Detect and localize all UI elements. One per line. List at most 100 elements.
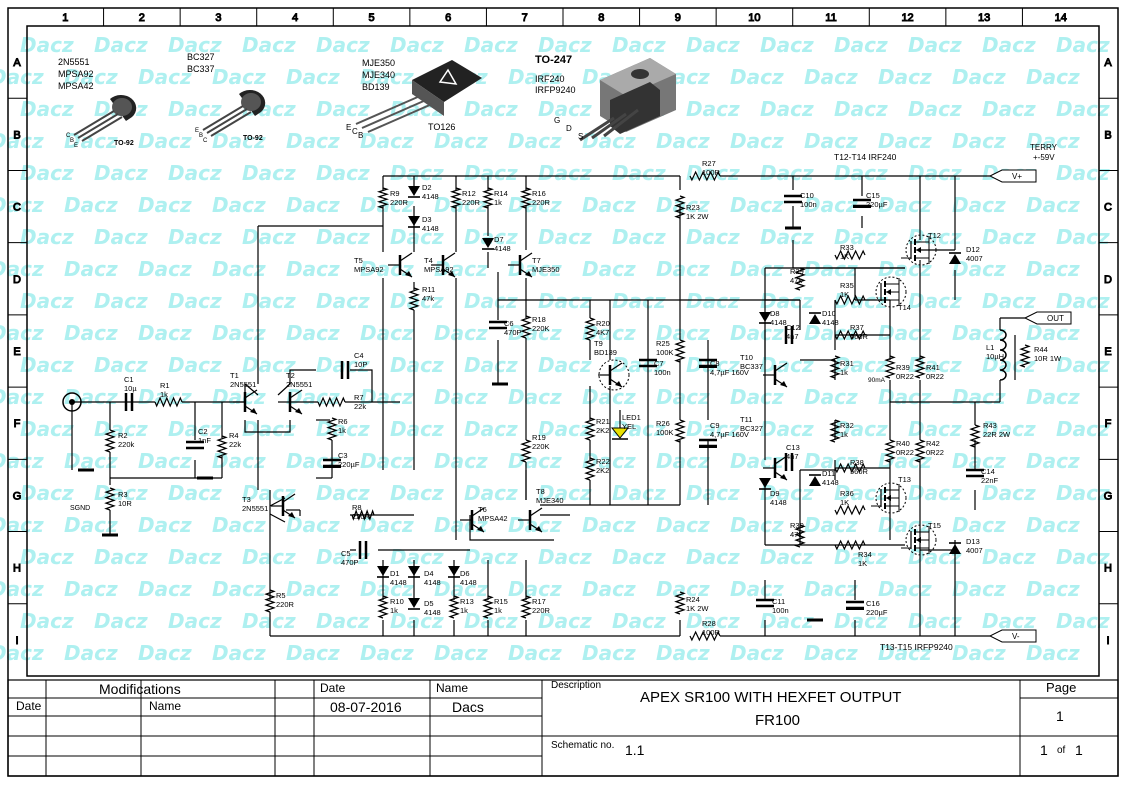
transistor-T5 <box>388 252 413 278</box>
resistor-R25 <box>674 339 686 363</box>
watermark-text: Dacz <box>508 257 562 281</box>
watermark-text: Dacz <box>834 609 888 633</box>
ref-R34: R34 <box>858 550 872 559</box>
ref-R7: R7 <box>354 393 364 402</box>
ref-R30: R30 <box>790 521 804 530</box>
terry-label: TERRY <box>1030 143 1058 152</box>
watermark-text: Dacz <box>760 545 814 569</box>
value-C8: 4,7µF 160V <box>710 368 749 377</box>
resistor-R21 <box>584 417 596 441</box>
ref-R10: R10 <box>390 597 404 606</box>
title-line-2: FR100 <box>755 712 801 729</box>
value-C1: 10µ <box>124 384 137 393</box>
value-D12: 4007 <box>966 254 983 263</box>
watermark-text: Dacz <box>138 65 192 89</box>
watermark-text: Dacz <box>64 321 118 345</box>
watermark-text: Dacz <box>730 193 784 217</box>
wire <box>469 515 554 541</box>
ref-R42: R42 <box>926 439 940 448</box>
watermark-text: Dacz <box>464 161 518 185</box>
watermark-text: Dacz <box>212 65 266 89</box>
resistor-R31 <box>829 355 841 379</box>
value-R6: 1k <box>338 426 346 435</box>
ref-R15: R15 <box>494 597 508 606</box>
ref-C1: C1 <box>124 375 134 384</box>
value-D2: 4148 <box>422 192 439 201</box>
watermark-text: Dacz <box>730 321 784 345</box>
grid-column-label: 11 <box>825 12 836 24</box>
ref-R36: R36 <box>840 489 854 498</box>
watermark-text: Dacz <box>212 385 266 409</box>
watermark-text: Dacz <box>94 545 148 569</box>
ref-T10: T10 <box>740 353 753 362</box>
watermark-text: Dacz <box>804 577 858 601</box>
watermark-text: Dacz <box>286 257 340 281</box>
grid-row-label: B <box>1104 129 1111 141</box>
resistor-R8 <box>351 509 375 521</box>
package-part-name: MPSA42 <box>58 81 94 91</box>
watermark-text: Dacz <box>168 97 222 121</box>
value-R10: 1k <box>390 606 398 615</box>
watermark-text: Dacz <box>804 513 858 537</box>
value-R22: 2K2 <box>596 466 609 475</box>
watermark-text: Dacz <box>686 545 740 569</box>
value-R21: 2K2 <box>596 426 609 435</box>
value-D10: 4148 <box>822 318 839 327</box>
pin-label: B <box>199 133 203 139</box>
ref-C8: C8 <box>710 359 720 368</box>
watermark-text: Dacz <box>94 289 148 313</box>
grid-row-label: H <box>13 563 21 575</box>
pin-label: B <box>358 131 363 140</box>
watermark-text: Dacz <box>20 545 74 569</box>
resistor-R26 <box>674 419 686 443</box>
value-R24: 1K 2W <box>686 604 709 613</box>
capacitor-C10 <box>784 194 802 204</box>
resistor-R2 <box>104 429 116 453</box>
pin-label: E <box>195 128 199 134</box>
watermark-text: Dacz <box>390 353 444 377</box>
package-part-name: BC337 <box>187 64 215 74</box>
watermark-text: Dacz <box>434 129 488 153</box>
watermark-text: Dacz <box>760 609 814 633</box>
transistor-T3 <box>271 493 296 519</box>
watermark-text: Dacz <box>138 641 192 665</box>
value-R36: 1K <box>840 498 849 507</box>
value-T9: BD139 <box>594 348 617 357</box>
revision-date: 08-07-2016 <box>330 699 402 715</box>
watermark-text: Dacz <box>760 97 814 121</box>
ref-R25: R25 <box>656 339 670 348</box>
ref-D8: D8 <box>770 309 780 318</box>
ref-C14: C14 <box>981 467 995 476</box>
grid-row-label: D <box>1104 274 1112 286</box>
value-R8: 220R <box>352 512 371 521</box>
watermark-text: Dacz <box>538 417 592 441</box>
resistor-R16 <box>519 187 533 209</box>
watermark-text: Dacz <box>286 193 340 217</box>
watermark-text: Dacz <box>952 577 1006 601</box>
watermark-text: Dacz <box>316 289 370 313</box>
watermark-text: Dacz <box>834 353 888 377</box>
value-L1: 10µH <box>986 352 1004 361</box>
grid-row-label: F <box>1105 418 1112 430</box>
resistor-R12 <box>449 187 463 209</box>
value-R7: 22k <box>354 402 366 411</box>
ref-R14: R14 <box>494 189 508 198</box>
value-R28: 100R <box>702 628 721 637</box>
ref-D10: D10 <box>822 309 836 318</box>
pin-label: C <box>203 138 208 144</box>
pin-label: B <box>70 138 74 144</box>
watermark-text: Dacz <box>1056 97 1110 121</box>
watermark-text: Dacz <box>390 609 444 633</box>
sgnd-label: SGND <box>70 505 90 512</box>
watermark-text: Dacz <box>212 129 266 153</box>
ref-R20: R20 <box>596 319 610 328</box>
inductor-L1 <box>999 329 1007 381</box>
watermark-text: Dacz <box>1026 577 1080 601</box>
watermark-text: Dacz <box>878 257 932 281</box>
watermark-text: Dacz <box>316 161 370 185</box>
ref-C4: C4 <box>354 351 364 360</box>
watermark-text: Dacz <box>730 385 784 409</box>
watermark-text: Dacz <box>612 33 666 57</box>
watermark-text: Dacz <box>834 481 888 505</box>
value-R4: 22k <box>229 440 241 449</box>
